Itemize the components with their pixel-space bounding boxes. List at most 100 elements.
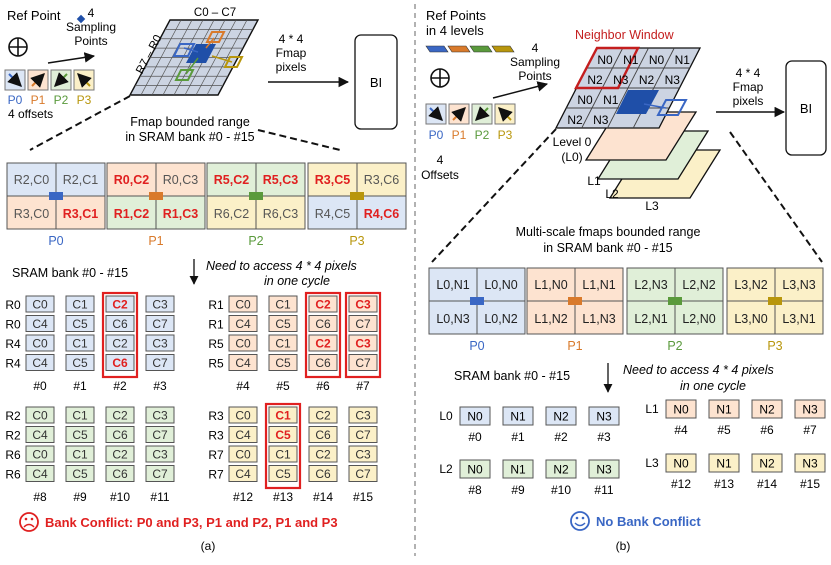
bank-cell-label: C3 — [152, 337, 168, 351]
bank-conflict-text: Bank Conflict: P0 and P3, P1 and P2, P1 … — [45, 515, 338, 530]
bank-cell — [308, 465, 338, 482]
zoom-line-left — [29, 95, 131, 151]
window-cell-n0: N0 — [597, 53, 613, 67]
offset-arrow-icon — [475, 106, 490, 121]
bank-cell-label: C6 — [315, 317, 331, 331]
offset-label-p1: P1 — [452, 128, 467, 142]
r-bank-cell-label: N2 — [553, 410, 569, 424]
r-patch-cell: L0,N0 — [484, 278, 517, 292]
level1-label: L1 — [587, 174, 601, 188]
bank-cell — [348, 426, 378, 443]
patch-center-marker — [350, 192, 364, 200]
r-bank-number: #12 — [671, 477, 691, 491]
bank-cell-label: C6 — [315, 467, 331, 481]
r-bank-number: #0 — [468, 430, 482, 444]
bank-cell-label: C4 — [235, 317, 251, 331]
r-bank-cell — [665, 399, 697, 419]
bank-cell-label: C6 — [315, 428, 331, 442]
row-label: R0 — [5, 318, 21, 332]
r-bounded-line1: Multi-scale fmaps bounded range — [516, 225, 701, 239]
r-bank-cell-label: N1 — [510, 410, 526, 424]
r-bank-cell-label: N0 — [673, 403, 689, 417]
grid-line — [206, 19, 248, 96]
r-level-label: L0 — [439, 409, 453, 423]
row-label: R3 — [208, 409, 224, 423]
bank-cell — [228, 334, 258, 352]
bank-cell-label: C0 — [32, 337, 48, 351]
r-sampling-line2: Sampling — [510, 55, 560, 69]
r-patch-label-p0: P0 — [469, 339, 484, 353]
fmap-pixels-line1: 4 * 4 — [279, 32, 304, 46]
sampling-line2: Sampling — [66, 20, 116, 34]
r-level-label: L3 — [645, 456, 659, 470]
bank-cell-label: C2 — [315, 409, 331, 423]
bank-cell — [105, 295, 135, 313]
r-bi-block — [785, 60, 827, 156]
level0-line2: (L0) — [561, 150, 582, 164]
bank-cell — [268, 445, 298, 463]
patch-label-p1: P1 — [148, 234, 163, 248]
r-bank-cell-label: N1 — [510, 463, 526, 477]
r-bank-cell — [665, 453, 697, 473]
bank-cell-label: C4 — [32, 467, 48, 481]
r-bank-number: #9 — [511, 483, 525, 497]
offsets-label: 4 offsets — [8, 107, 53, 121]
bank-cell-label: C3 — [355, 409, 371, 423]
r-sampling-line3: Points — [518, 69, 551, 83]
bounded-line2: in SRAM bank #0 - #15 — [125, 130, 254, 144]
bank-number: #7 — [356, 379, 370, 393]
bank-cell — [308, 354, 338, 371]
r-ref-point — [616, 90, 659, 114]
r-patch-center-marker — [568, 297, 582, 305]
r-patch-cell: L3,N1 — [782, 312, 815, 326]
bank-cell — [25, 465, 55, 482]
bank-cell — [105, 334, 135, 352]
r-bank-cell-label: N2 — [759, 403, 775, 417]
bank-number: #3 — [153, 379, 167, 393]
bank-number: #5 — [276, 379, 290, 393]
bank-cell-label: C1 — [72, 448, 88, 462]
ref-point-marker — [425, 45, 449, 53]
row-label: R4 — [5, 337, 21, 351]
r-bank-number: #10 — [551, 483, 571, 497]
bank-number: #6 — [316, 379, 330, 393]
bank-cell — [145, 426, 175, 443]
r-offsets-line1: 4 — [437, 153, 444, 167]
bank-number: #2 — [113, 379, 127, 393]
bank-cell — [348, 465, 378, 482]
bank-cell — [228, 406, 258, 424]
r-zoom-line-left — [431, 128, 557, 263]
row-label: R4 — [5, 357, 21, 371]
r-level-label: L1 — [645, 402, 659, 416]
patch-cell: R3,C0 — [14, 207, 49, 221]
bank-number: #4 — [236, 379, 250, 393]
patch-cell: R6,C3 — [263, 207, 298, 221]
r-offsets-arrow — [492, 81, 549, 99]
r-sample-point — [656, 99, 688, 116]
r-bank-number: #5 — [717, 423, 731, 437]
patch-label-p2: P2 — [248, 234, 263, 248]
bank-cell — [228, 445, 258, 463]
r-sram-label: SRAM bank #0 - #15 — [454, 369, 570, 383]
bank-cell-label: C5 — [72, 317, 88, 331]
r-patch-cell: L2,N3 — [634, 278, 667, 292]
r-bank-cell — [545, 459, 577, 479]
row-label: R2 — [5, 429, 21, 443]
r-sample-line — [643, 103, 667, 109]
offset-arrow-icon — [7, 72, 22, 87]
patch-cell: R0,C3 — [163, 173, 198, 187]
sampling-line1: 4 — [88, 6, 95, 20]
conflict-highlight — [304, 291, 342, 379]
window-cell-n2: N2 — [639, 73, 655, 87]
bank-cell-label: C2 — [315, 448, 331, 462]
r-patch-cell: L2,N2 — [682, 278, 715, 292]
bank-cell-label: C6 — [112, 467, 128, 481]
bank-cell-label: C5 — [275, 467, 291, 481]
bank-cell-label: C2 — [112, 409, 128, 423]
offset-arrow-icon — [54, 72, 69, 87]
offset-label-p2: P2 — [475, 128, 490, 142]
offsets-arrow — [47, 52, 96, 64]
